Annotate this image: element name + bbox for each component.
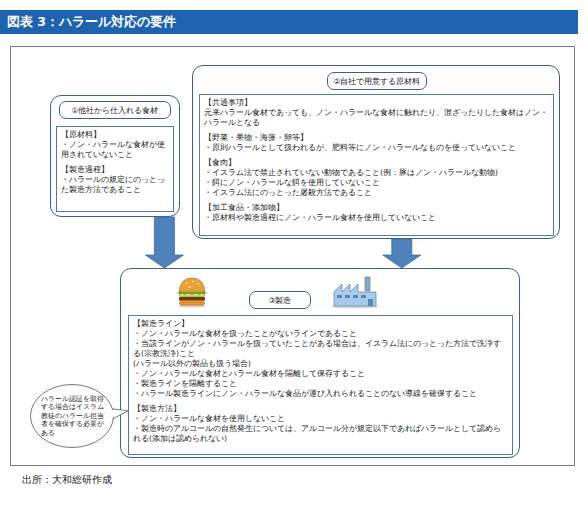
- requirement-box: 【原材料】・ノン・ハラールな食材が使用されていないこと【製造過程】・ハラールの規…: [56, 126, 174, 212]
- requirement-box: 【共通事項】元来ハラール食材であっても、ノン・ハラールな食材に触れたり、混ざった…: [199, 94, 554, 236]
- requirement-text: ・イスラム法で禁止されていない動物であること(例：豚はノン・ハラールな動物): [204, 168, 549, 178]
- group-heading: ①他社から仕入れる食材: [59, 101, 171, 119]
- figure-title: 図表 3：ハラール対応の要件: [7, 14, 176, 31]
- section-heading: 【加工食品・添加物】: [204, 203, 549, 213]
- requirement-text: ・餌にノン・ハラールな餌を使用していないこと: [204, 178, 549, 188]
- requirement-text: ・ノン・ハラールな食材を使用しないこと: [133, 414, 508, 424]
- requirement-text: ・当該ラインがノン・ハラールを扱っていたことがある場合は、イスラム法にのっとった…: [133, 339, 508, 359]
- callout-bubble: ハラール認証を取得する場合はイスラム教徒のハラール担当者を確保する必要がある: [30, 384, 114, 448]
- callout-ellipse: [31, 385, 114, 448]
- section-heading: 【原材料】: [61, 130, 169, 140]
- group-heading: ③製造: [249, 291, 311, 309]
- requirement-text: 元来ハラール食材であっても、ノン・ハラールな食材に触れたり、混ざったりした食材は…: [204, 108, 549, 128]
- requirement-text: (ハラール以外の製品も扱う場合): [133, 359, 508, 369]
- requirement-text: ・ノン・ハラールな食材が使用されていないこと: [61, 140, 169, 160]
- group-box: ③製造【製造ライン】・ノン・ハラールな食材を扱ったことがないラインであること・当…: [120, 268, 520, 458]
- requirement-text: ・製造ラインを隔離すること: [133, 379, 508, 389]
- requirement-text: ・原材料や製造過程にノン・ハラール食材を使用していないこと: [204, 213, 549, 223]
- group-box: ①他社から仕入れる食材【原材料】・ノン・ハラールな食材が使用されていないこと【製…: [50, 95, 180, 217]
- source-caption: 出所：大和総研作成: [22, 473, 112, 487]
- callout-tail-fill: [105, 410, 126, 422]
- section-heading: 【共通事項】: [204, 98, 549, 108]
- factory-icon: [331, 277, 379, 309]
- requirement-text: ・原則ハラールとして扱われるが、肥料等にノン・ハラールなものを使っていないこと: [204, 143, 549, 153]
- section-heading: 【食肉】: [204, 158, 549, 168]
- requirement-text: ・製造時のアルコールの自然発生については、アルコール分が規定以下であればハラール…: [133, 424, 508, 444]
- requirement-text: ・ハラール製造ラインにノン・ハラールな食品が運び入れられることのない導線を確保す…: [133, 389, 508, 399]
- section-heading: 【製造方法】: [133, 404, 508, 414]
- requirement-box: 【製造ライン】・ノン・ハラールな食材を扱ったことがないラインであること・当該ライ…: [128, 315, 513, 455]
- title-bar: 図表 3：ハラール対応の要件: [0, 10, 578, 34]
- block-arrow: [383, 239, 421, 268]
- callout-note: ハラール認証を取得する場合はイスラム教徒のハラール担当者を確保する必要がある: [41, 390, 105, 442]
- requirement-text: ・ハラールの規定にのっとった製造方法であること: [61, 175, 169, 195]
- requirement-text: ・ノン・ハラールな食材を扱ったことがないラインであること: [133, 329, 508, 339]
- burger-icon: [178, 278, 206, 308]
- section-heading: 【野菜・果物・海藻・卵等】: [204, 133, 549, 143]
- group-heading: ②自社で用意する原材料: [327, 72, 427, 90]
- section-heading: 【製造ライン】: [133, 319, 508, 329]
- group-box: ②自社で用意する原材料【共通事項】元来ハラール食材であっても、ノン・ハラールな食…: [192, 65, 560, 239]
- block-arrow: [145, 217, 183, 268]
- requirement-text: ・イスラム法にのっとった屠殺方法であること: [204, 188, 549, 198]
- requirement-text: ・ノン・ハラールな食材とハラール食材を隔離して保存すること: [133, 369, 508, 379]
- section-heading: 【製造過程】: [61, 165, 169, 175]
